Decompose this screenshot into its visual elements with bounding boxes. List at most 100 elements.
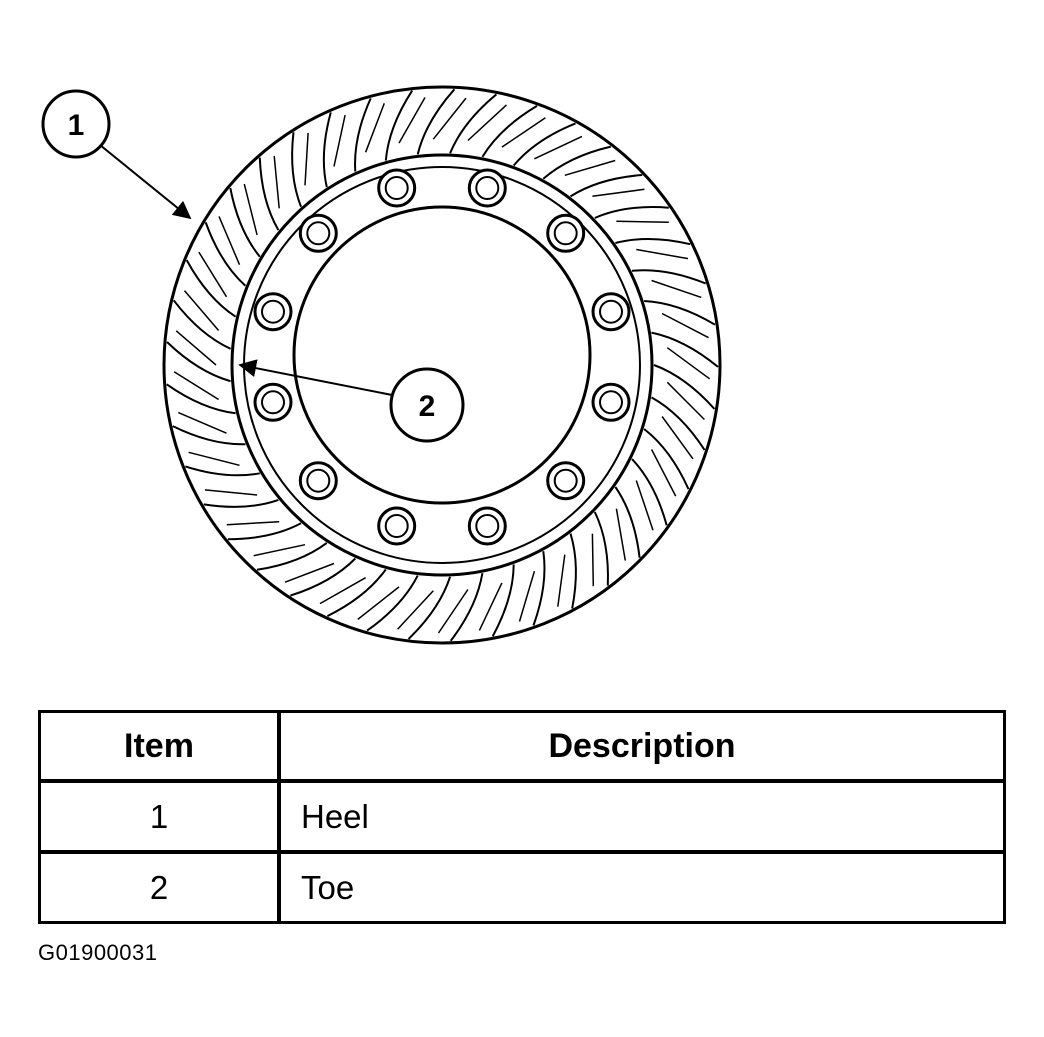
gear-tooth bbox=[631, 269, 707, 285]
gear-teeth bbox=[166, 88, 719, 642]
callout-2-leader bbox=[238, 359, 393, 396]
gear-tooth bbox=[407, 576, 452, 640]
bolt-hole-inner bbox=[553, 221, 578, 246]
gear-tooth bbox=[256, 542, 328, 571]
gear-tooth-groove bbox=[534, 135, 583, 160]
bolt-hole bbox=[298, 213, 338, 253]
gear-tooth-groove bbox=[666, 381, 705, 421]
bolt-hole-inner bbox=[475, 176, 500, 200]
gear-tooth-groove bbox=[564, 159, 616, 177]
legend-header-description: Description bbox=[278, 710, 1006, 783]
callout-2-number: 2 bbox=[419, 390, 436, 423]
gear-tooth bbox=[631, 458, 668, 526]
gear-tooth bbox=[594, 206, 669, 219]
gear-tooth bbox=[569, 174, 643, 198]
gear-tooth-groove bbox=[218, 216, 241, 265]
gear-tooth-groove bbox=[398, 97, 426, 144]
gear-tooth-groove bbox=[557, 554, 566, 607]
bolt-hole bbox=[591, 382, 631, 422]
gear-tooth-groove bbox=[284, 562, 335, 583]
gear-tooth-groove bbox=[319, 577, 366, 605]
gear-tooth bbox=[291, 132, 302, 208]
gear-tooth-groove bbox=[616, 220, 669, 224]
gear-tooth bbox=[643, 428, 690, 490]
ring-gear-diagram: 1 2 bbox=[41, 85, 722, 645]
gear-tooth-groove bbox=[183, 290, 220, 331]
gear-tooth-groove bbox=[178, 411, 227, 434]
bolt-hole-inner bbox=[384, 176, 409, 200]
gear-tooth bbox=[614, 486, 641, 558]
gear-tooth-groove bbox=[591, 533, 595, 587]
bolt-hole-inner bbox=[475, 514, 500, 538]
gear-tooth bbox=[416, 88, 456, 155]
bolt-holes bbox=[253, 168, 631, 546]
gear-tooth-groove bbox=[188, 451, 240, 467]
callout-1-leader bbox=[99, 144, 192, 220]
gear-tooth bbox=[532, 551, 546, 626]
gear-tooth bbox=[326, 568, 387, 617]
legend-item-description: Heel bbox=[278, 780, 1006, 854]
gear-tooth bbox=[258, 157, 280, 231]
gear-tooth bbox=[384, 90, 414, 161]
ring-gear bbox=[162, 85, 722, 645]
gear-tooth bbox=[651, 396, 706, 451]
bolt-hole bbox=[546, 461, 586, 501]
gear-tooth bbox=[322, 112, 332, 188]
bolt-hole bbox=[546, 213, 586, 253]
gear-tooth bbox=[184, 465, 260, 477]
bolt-hole-inner bbox=[306, 221, 331, 246]
gear-tooth bbox=[569, 533, 577, 609]
bolt-hole-inner bbox=[384, 514, 409, 538]
gear-tooth bbox=[229, 187, 261, 258]
gear-tooth bbox=[653, 364, 716, 410]
bolt-hole bbox=[467, 506, 507, 546]
gear-tooth bbox=[227, 522, 302, 541]
gear-tooth-groove bbox=[615, 508, 627, 561]
gear-tooth bbox=[185, 259, 237, 318]
bolt-hole-inner bbox=[261, 299, 285, 324]
gear-tooth-groove bbox=[651, 279, 702, 299]
gear-tooth bbox=[366, 575, 419, 632]
gear-tooth bbox=[481, 105, 538, 158]
gear-tooth-groove bbox=[253, 543, 306, 557]
gear-tooth bbox=[449, 93, 498, 154]
legend-item-number: 1 bbox=[38, 780, 281, 854]
callout-1: 1 bbox=[41, 89, 192, 220]
gear-tooth bbox=[204, 222, 247, 287]
gear-tooth-groove bbox=[175, 330, 217, 366]
table-row: 2 Toe bbox=[38, 851, 1006, 924]
bolt-hole-inner bbox=[261, 390, 285, 415]
bolt-hole-inner bbox=[599, 299, 623, 324]
gear-tooth bbox=[512, 122, 576, 167]
gear-tooth-groove bbox=[204, 489, 258, 496]
bolt-hole bbox=[591, 292, 631, 332]
legend-item-number: 2 bbox=[38, 851, 281, 924]
gear-tooth bbox=[593, 511, 609, 586]
gear-tooth-groove bbox=[198, 251, 228, 298]
gear-tooth bbox=[491, 564, 515, 637]
gear-tooth bbox=[290, 557, 357, 597]
gear-tooth-groove bbox=[333, 114, 346, 167]
gear-tooth bbox=[166, 341, 231, 383]
gear-tooth-groove bbox=[467, 104, 508, 142]
legend-table: Item Description 1 Heel 2 Toe bbox=[38, 710, 1006, 924]
gear-tooth-groove bbox=[432, 97, 467, 140]
gear-tooth-groove bbox=[226, 520, 280, 526]
gear-tooth-groove bbox=[437, 589, 469, 634]
gear-tooth bbox=[172, 299, 232, 350]
gear-tooth-groove bbox=[304, 132, 309, 186]
bolt-hole bbox=[298, 461, 338, 501]
bolt-hole bbox=[377, 506, 417, 546]
callout-1-number: 1 bbox=[68, 109, 85, 142]
callout-2: 2 bbox=[238, 359, 465, 443]
figure-code: G01900031 bbox=[38, 940, 158, 965]
gear-tooth-groove bbox=[636, 248, 689, 260]
legend-header-item: Item bbox=[38, 710, 281, 783]
bolt-hole-inner bbox=[306, 468, 331, 493]
gear-tooth bbox=[203, 498, 279, 508]
gear-tooth-groove bbox=[592, 188, 645, 198]
gear-tooth bbox=[166, 383, 236, 415]
bolt-hole bbox=[253, 382, 293, 422]
bolt-hole-inner bbox=[599, 390, 623, 415]
gear-tooth-groove bbox=[501, 117, 546, 148]
